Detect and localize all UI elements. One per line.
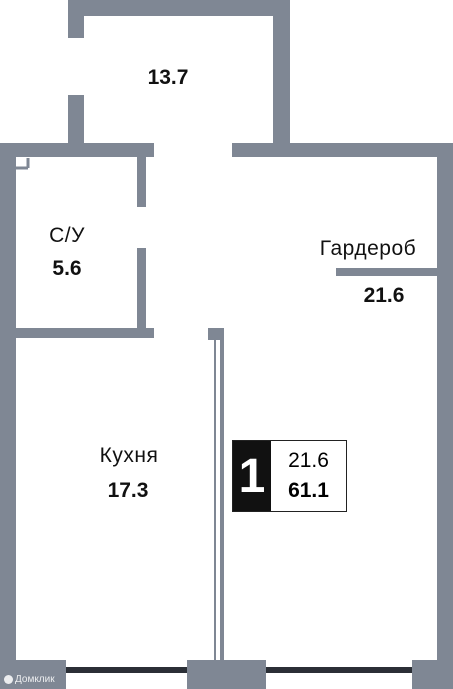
- bathroom-area: 5.6: [52, 257, 82, 280]
- partition-inner: [216, 340, 220, 660]
- bathroom-name: С/У: [49, 224, 85, 247]
- outer-wall: [0, 143, 154, 660]
- hall-wall: [68, 0, 290, 143]
- total-area: 61.1: [288, 479, 329, 502]
- kitchen-name: Кухня: [99, 444, 159, 467]
- bottom-wall-segment: [412, 660, 437, 689]
- bottom-wall-segment: [16, 660, 66, 689]
- window-glass: [66, 667, 187, 673]
- watermark-logo-icon: [4, 675, 13, 684]
- wardrobe-area: 21.6: [363, 284, 405, 307]
- bathroom-wall: [137, 248, 146, 328]
- bathroom-wall-line: [16, 158, 30, 170]
- bathroom-wall: [137, 157, 146, 207]
- kitchen-area: 17.3: [107, 479, 149, 502]
- hall-wall-stub: [68, 95, 84, 143]
- outer-wall-right: [232, 143, 453, 689]
- window: [266, 660, 412, 689]
- bathroom-wall: [146, 328, 154, 338]
- bathroom-wall: [16, 328, 154, 338]
- watermark: Домклик: [4, 674, 55, 685]
- watermark-text: Домклик: [15, 674, 55, 685]
- wardrobe-shelf: [336, 268, 437, 276]
- wardrobe-name: Гардероб: [319, 237, 417, 260]
- room-count: 1: [233, 441, 271, 511]
- window: [66, 660, 187, 689]
- bottom-wall-segment: [187, 660, 266, 689]
- living-area: 21.6: [288, 449, 329, 472]
- hall-area: 13.7: [147, 66, 189, 89]
- window-glass: [266, 667, 412, 673]
- summary-values: 21.6 61.1: [271, 441, 346, 511]
- apartment-summary: 1 21.6 61.1: [232, 440, 347, 512]
